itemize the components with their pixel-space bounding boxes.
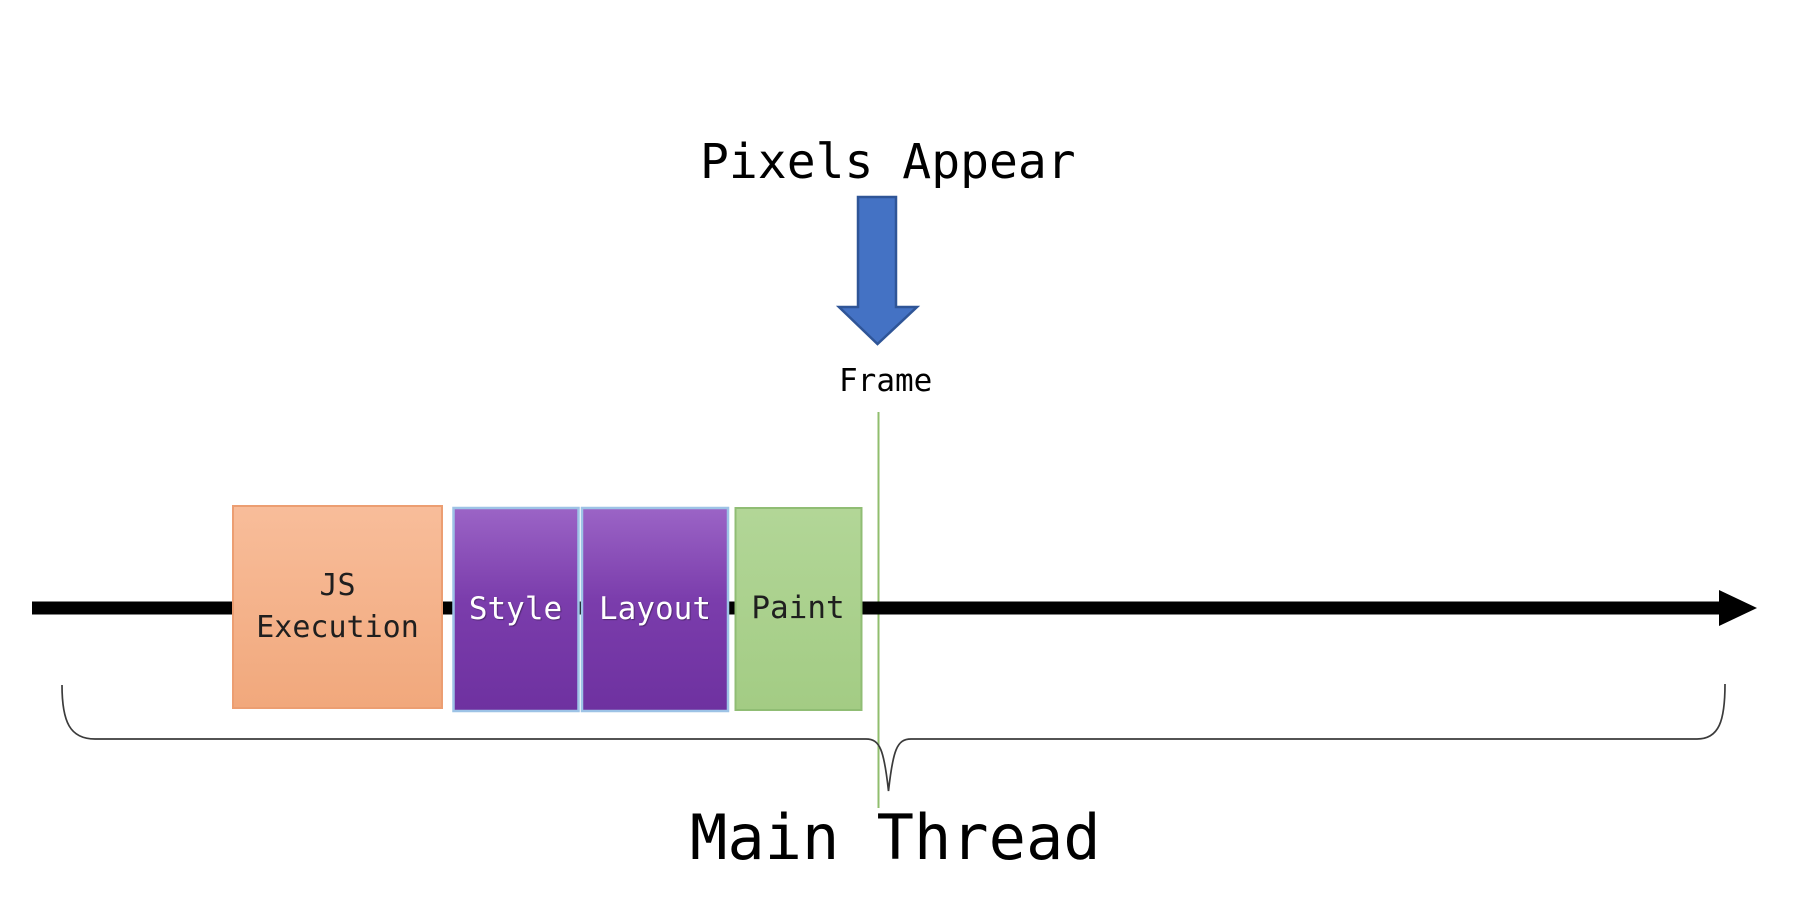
js-execution-block [232,505,443,709]
style-label: Style [468,590,563,627]
pixels-appear-title: Pixels Appear [700,134,1076,190]
layout-block [580,506,730,713]
right-arrow-icon [1719,590,1757,626]
main-thread-brace [61,683,1726,792]
frame-label: Frame [839,363,933,399]
paint-block [734,507,863,711]
main-thread-label: Main Thread [690,801,1101,874]
js-execution-label: JS Execution [256,568,419,645]
style-block [452,506,580,713]
paint-label: Paint [751,590,845,627]
layout-label: Layout [599,590,711,627]
down-arrow-icon [835,195,921,346]
